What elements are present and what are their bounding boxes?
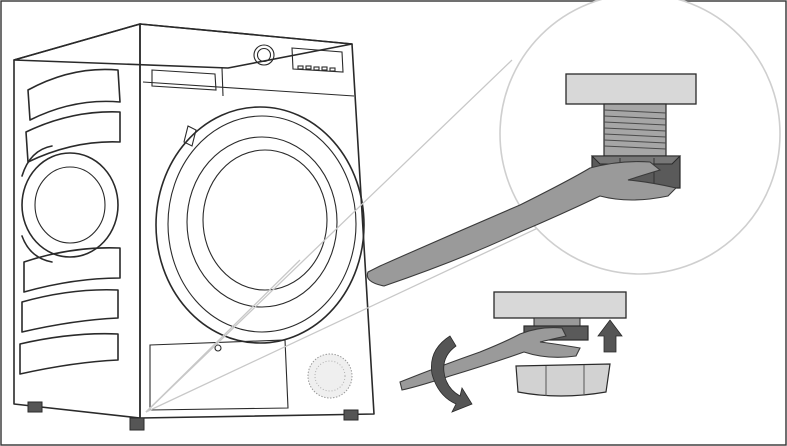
adjust-detail [399, 291, 627, 413]
door-middle-ring [167, 115, 357, 333]
program-knob-inner [256, 47, 272, 63]
filter-latch [214, 344, 222, 352]
program-knob-icon [253, 44, 275, 66]
wrench-large-icon [366, 161, 678, 287]
drawer [151, 69, 217, 91]
door-outer-ring [155, 106, 365, 344]
adjustable-foot [515, 363, 611, 397]
control-panel-divider [142, 81, 355, 97]
zoom-guide-line-top [145, 59, 513, 413]
zoom-guide-line-bottom [145, 211, 573, 413]
dryer-front-panel [139, 23, 375, 419]
vent-grille [307, 353, 353, 399]
foot-front-left [129, 417, 145, 431]
wrench-size-mark: 22 [518, 184, 540, 205]
door-glass [186, 136, 338, 308]
display-panel [291, 47, 344, 73]
base-plate [565, 73, 697, 105]
drawer-edge [221, 67, 224, 97]
rotate-arrow-icon [431, 335, 473, 413]
foot-left [27, 401, 43, 413]
display-buttons [297, 65, 336, 72]
up-arrow-icon [597, 319, 623, 353]
screw-threads [603, 109, 667, 150]
dryer-front-icon [13, 23, 375, 431]
wrench-small-icon [399, 327, 581, 391]
small-base-plate [493, 291, 627, 319]
door-hinge [183, 125, 197, 147]
filter-panel [149, 339, 289, 411]
zoom-detail: 22 [366, 0, 781, 287]
side-ribs [19, 68, 121, 375]
foot-front-right [343, 409, 359, 421]
door-inner-glass [202, 149, 328, 291]
